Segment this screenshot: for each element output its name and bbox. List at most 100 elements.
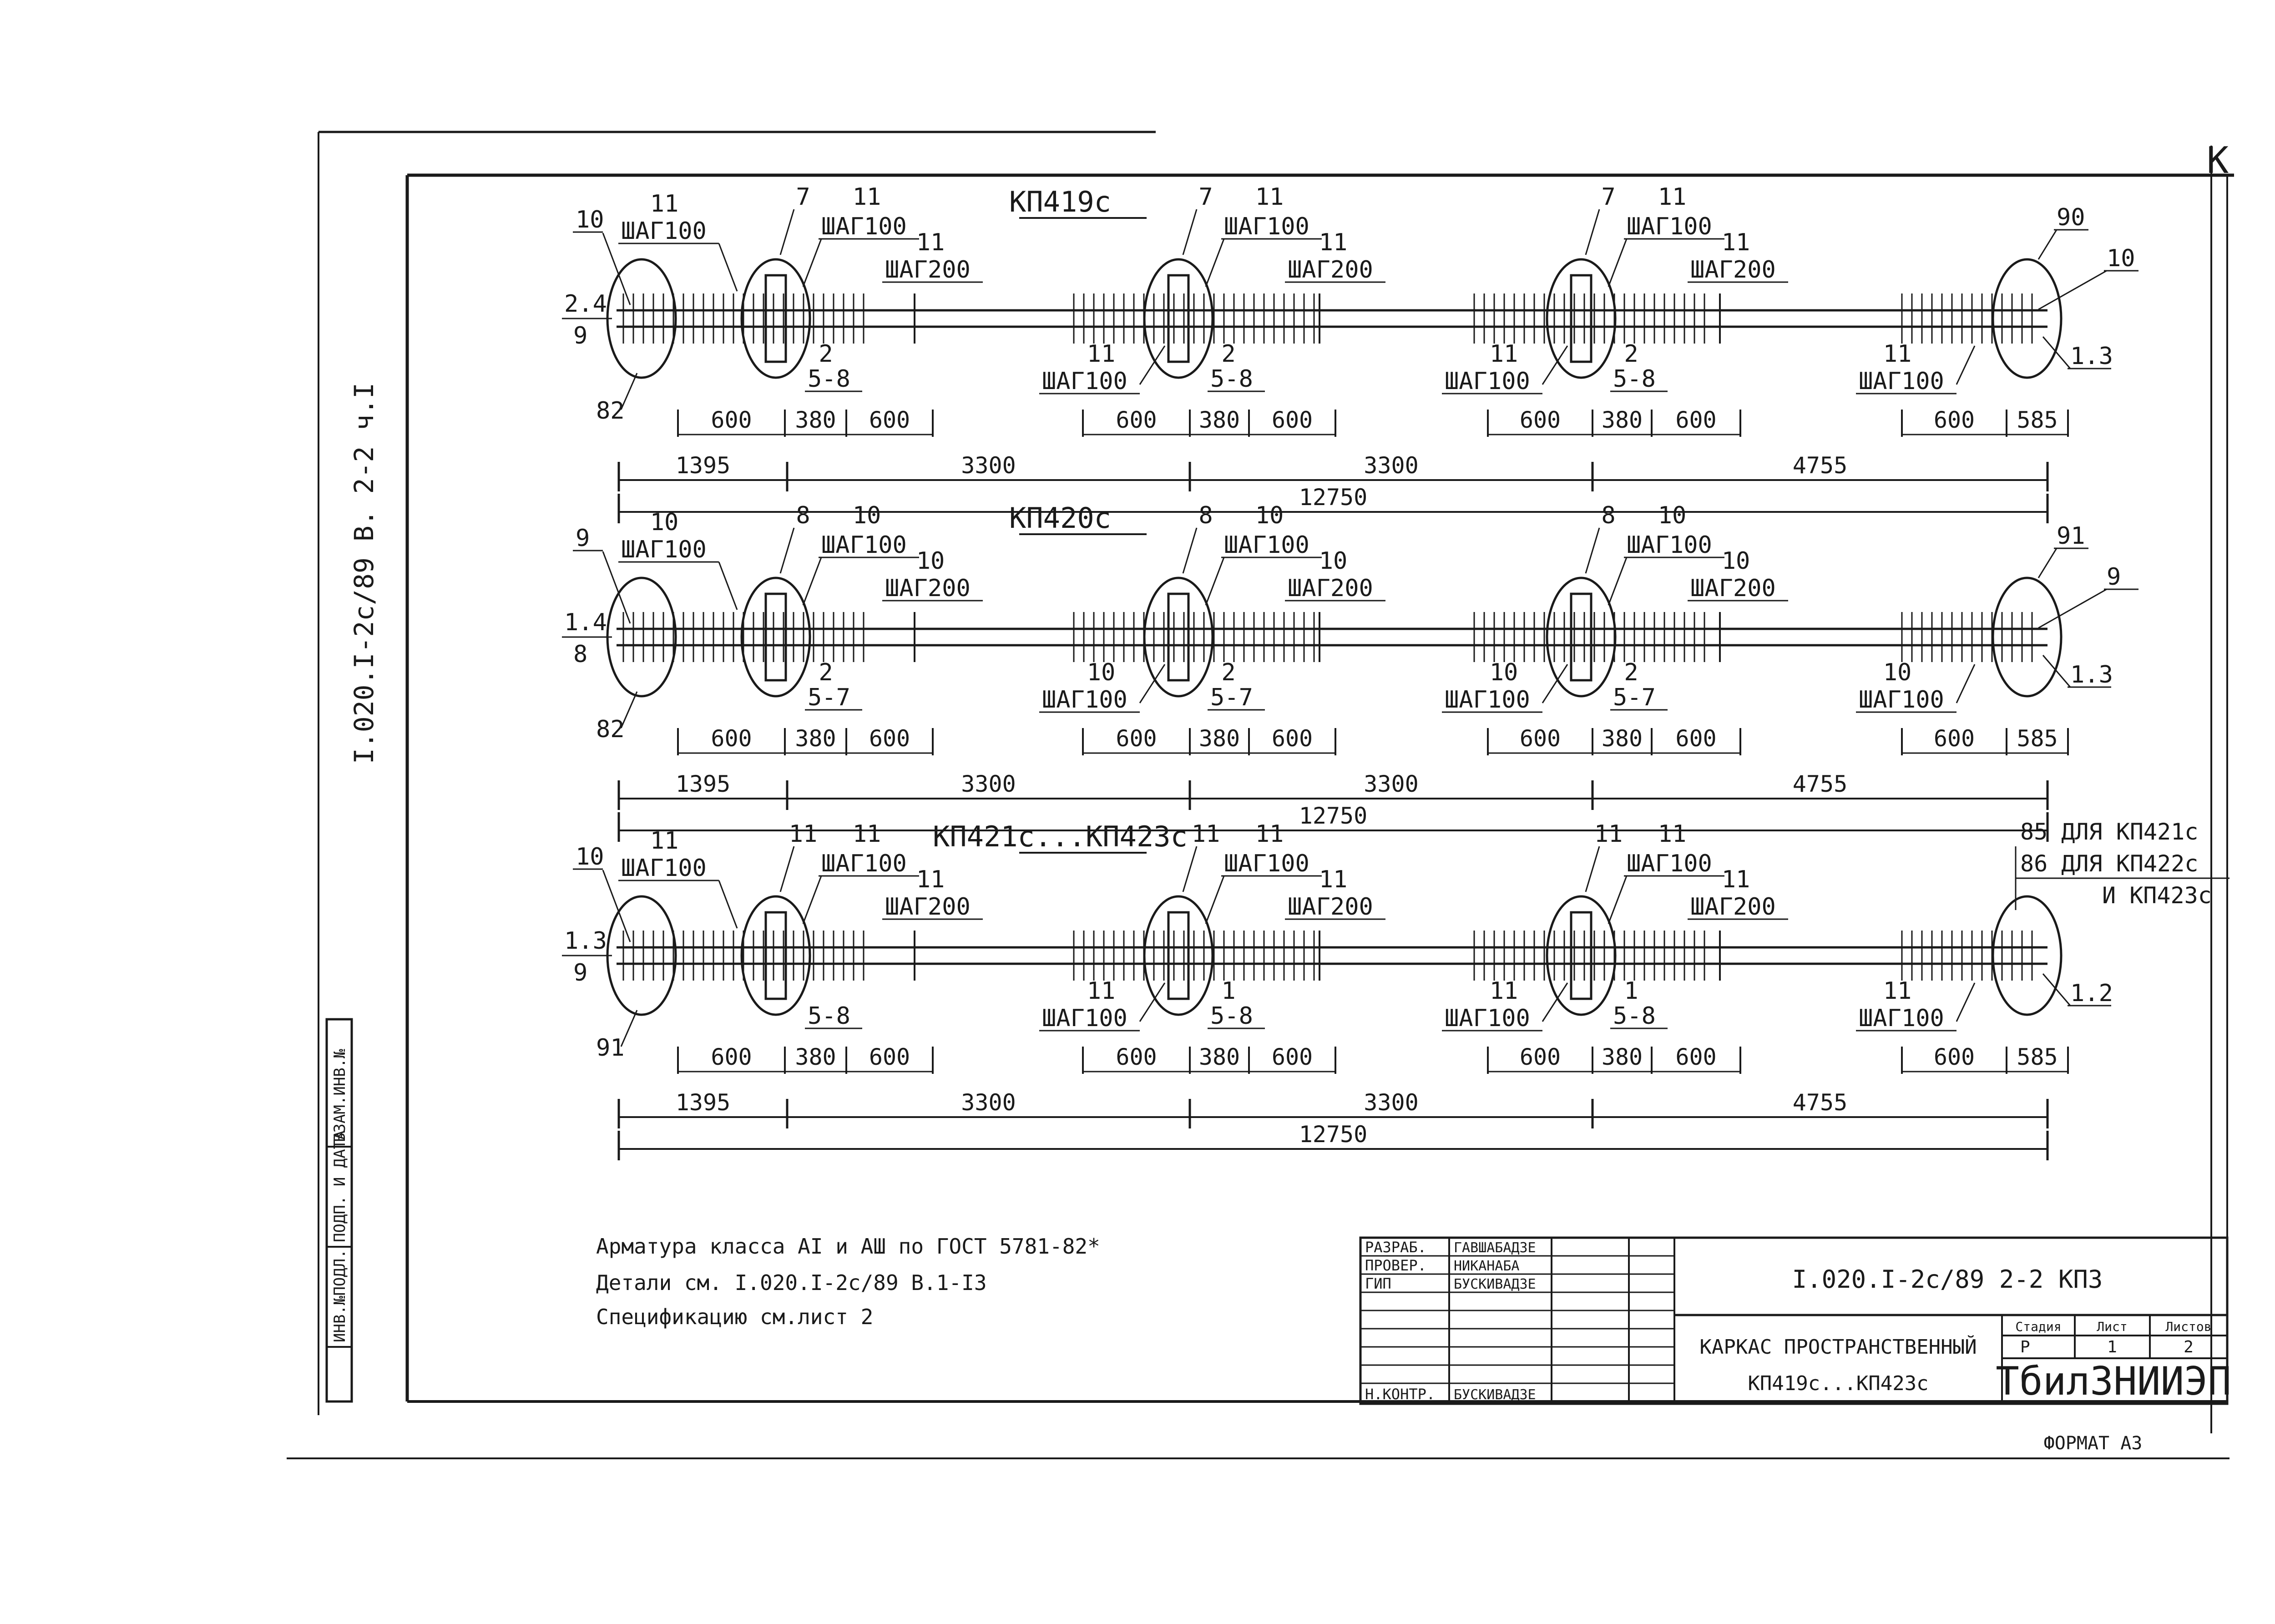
span-bot-step: ШАГ100 <box>1445 368 1530 395</box>
loop-ellipse <box>1992 258 2063 379</box>
leader-line <box>1956 345 1976 385</box>
leader-line <box>802 238 822 287</box>
dim-mid: 3300 <box>961 771 1016 797</box>
dim-small: 380 <box>795 1044 836 1070</box>
name-developer: ГАВШАБАДЗЕ <box>1454 1240 1536 1256</box>
right-end-label-a: 90 <box>2057 204 2085 231</box>
span-low-range: 5-8 <box>1210 365 1253 393</box>
dim-small: 600 <box>1272 407 1313 433</box>
left-end-label-bottom: 82 <box>596 397 625 425</box>
name-chief: БУСКИВАДЗЕ <box>1454 1276 1536 1292</box>
dim-small: 600 <box>1675 725 1716 752</box>
span-low-count: 2 <box>1624 340 1638 368</box>
dim-small: 600 <box>1520 407 1561 433</box>
dim-small: 600 <box>869 725 910 752</box>
frame-title: КП419с <box>1009 185 1111 218</box>
right-end-label-b: 10 <box>2107 245 2135 272</box>
left-stamp: ИНВ.№ПОДЛ. ПОДП. И ДАТА ВЗАМ.ИНВ.№ <box>325 1018 353 1403</box>
span-low-range: 5-8 <box>1210 1002 1253 1030</box>
dim-small: 585 <box>2017 407 2058 433</box>
organization: ТбилЗНИИЭП <box>1996 1359 2231 1404</box>
title-block: РАЗРАБ. ПРОВЕР. ГИП Н.КОНТР. ГАВШАБАДЗЕ … <box>1359 1236 2231 1405</box>
span-low-count: 2 <box>1221 340 1235 368</box>
span-top-count: 11 <box>1658 183 1687 211</box>
sheet-format: ФОРМАТ А3 <box>2044 1433 2143 1454</box>
span-bot-step: ШАГ100 <box>1042 1005 1127 1032</box>
right-bot-count: 11 <box>1883 340 1912 368</box>
dim-small: 380 <box>795 725 836 752</box>
dim-small: 585 <box>2017 1044 2058 1070</box>
leader-line <box>802 557 822 606</box>
leader-line <box>2038 270 2107 310</box>
loop-ellipse <box>606 895 677 1016</box>
right-note-1: 85 ДЛЯ КП421с <box>2020 819 2198 845</box>
right-end-label-b: 9 <box>2107 563 2121 591</box>
dim-small: 600 <box>1520 725 1561 752</box>
note-1: Арматура класса АI и АШ по ГОСТ 5781-82* <box>596 1234 1100 1259</box>
dim-small: 600 <box>869 407 910 433</box>
span-mid-count: 11 <box>1722 866 1750 893</box>
span-top-step: ШАГ100 <box>821 531 907 559</box>
left-top-count: 11 <box>650 827 679 855</box>
span-loop-mark: 11 <box>1594 820 1623 848</box>
left-end-label-bottom: 91 <box>596 1034 625 1062</box>
span-mid-step: ШАГ200 <box>1690 575 1776 602</box>
leader-line <box>2037 548 2058 578</box>
notes-block: Арматура класса АI и АШ по ГОСТ 5781-82*… <box>596 1234 1100 1329</box>
leader-line <box>779 846 795 892</box>
leader-line <box>1585 846 1600 892</box>
span-mid-step: ШАГ200 <box>1288 893 1373 921</box>
span-mid-count: 10 <box>916 547 945 575</box>
span-bot-step: ШАГ100 <box>1445 686 1530 713</box>
loop-ellipse <box>1143 258 1214 379</box>
right-bot-count: 10 <box>1883 659 1912 686</box>
leader-line <box>602 870 631 942</box>
dim-total: 12750 <box>1299 484 1368 511</box>
span-top-step: ШАГ100 <box>821 850 907 877</box>
left-end-mid-num: 1.4 <box>564 609 607 636</box>
right-note-3: И КП423с <box>2102 882 2212 909</box>
right-bot-step: ШАГ100 <box>1859 1005 1944 1032</box>
sheet-label: Лист <box>2097 1319 2127 1334</box>
leader-line <box>1139 345 1166 385</box>
leader-line <box>718 562 738 610</box>
left-top-step: ШАГ100 <box>621 855 707 882</box>
span-low-count: 1 <box>1624 977 1638 1005</box>
leader-line <box>602 551 631 624</box>
span-mid-step: ШАГ200 <box>1288 575 1373 602</box>
dim-mid: 3300 <box>1364 771 1418 797</box>
leader-line <box>620 1010 638 1047</box>
right-end-side-label: 1.3 <box>2070 661 2113 688</box>
sheet-value: 1 <box>2107 1338 2117 1356</box>
note-3: Спецификацию см.лист 2 <box>596 1305 873 1329</box>
left-end-label-top: 10 <box>576 206 604 233</box>
loop-ellipse <box>1546 895 1617 1016</box>
left-end-mid-num: 2.4 <box>564 290 607 318</box>
span-low-count: 2 <box>819 659 833 686</box>
leader-line <box>1542 345 1568 385</box>
leader-line <box>1182 527 1198 574</box>
span-low-range: 5-8 <box>808 365 850 393</box>
leader-line <box>1139 982 1166 1022</box>
dim-small: 380 <box>795 407 836 433</box>
embedded-bracket <box>1167 592 1190 682</box>
span-bot-count: 11 <box>1490 977 1518 1005</box>
leader-line <box>1956 982 1976 1022</box>
loop-ellipse <box>740 258 811 379</box>
loop-ellipse <box>1992 895 2063 1016</box>
dim-small: 600 <box>711 407 752 433</box>
embedded-bracket <box>1570 592 1592 682</box>
span-top-count: 11 <box>1658 820 1687 848</box>
sheets-label: Листов <box>2165 1319 2211 1334</box>
embedded-bracket <box>1167 911 1190 1000</box>
frame-title: КП421с...КП423с <box>933 820 1188 853</box>
loop-ellipse <box>1546 577 1617 698</box>
span-mid-count: 11 <box>1319 866 1348 893</box>
role-developer: РАЗРАБ. <box>1365 1239 1426 1256</box>
left-end-label-top: 9 <box>576 525 590 552</box>
span-low-count: 2 <box>1221 659 1235 686</box>
left-top-count: 11 <box>650 190 679 218</box>
right-bot-count: 11 <box>1883 977 1912 1005</box>
